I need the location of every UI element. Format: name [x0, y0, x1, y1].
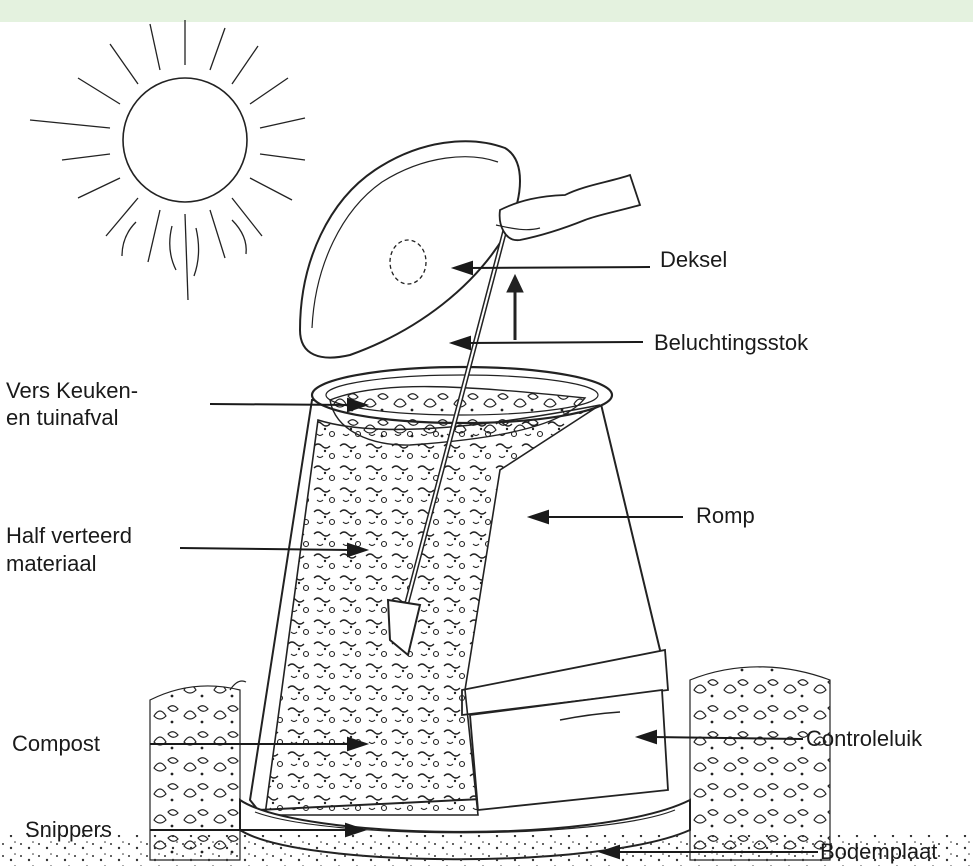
- label-half-verteerd-line1: Half verteerd: [6, 523, 132, 549]
- label-compost: Compost: [12, 731, 100, 757]
- lid: [300, 141, 520, 357]
- label-snippers: Snippers: [25, 817, 112, 843]
- label-vers-keuken-line1: Vers Keuken-: [6, 378, 138, 404]
- label-vers-keuken-line2: en tuinafval: [6, 405, 119, 431]
- label-romp: Romp: [696, 503, 755, 529]
- label-half-verteerd-line2: materiaal: [6, 551, 96, 577]
- vegetation-left: [150, 681, 246, 860]
- sun-icon: [30, 20, 305, 300]
- label-bodemplaat: Bodemplaat: [820, 839, 937, 865]
- label-controleluik: Controleluik: [806, 726, 922, 752]
- vegetation-right: [690, 667, 830, 860]
- label-deksel: Deksel: [660, 247, 727, 273]
- label-beluchtingsstok: Beluchtingsstok: [654, 330, 808, 356]
